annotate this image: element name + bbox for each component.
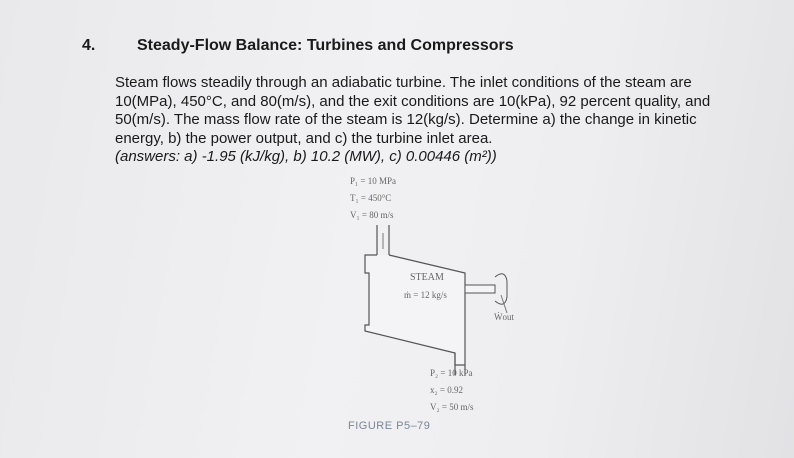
turbine-diagram bbox=[364, 225, 508, 375]
exit-pressure-label: P₂ = 10 kPa bbox=[430, 368, 473, 378]
turbine-body bbox=[364, 254, 466, 366]
problem-number: 4. bbox=[82, 37, 96, 54]
statement-line: 50(m/s). The mass flow rate of the steam… bbox=[115, 111, 697, 128]
exit-quality-label: x₂ = 0.92 bbox=[430, 385, 463, 395]
inlet-temperature-label: T₁ = 450°C bbox=[350, 193, 392, 203]
inlet-pressure-label: P₁ = 10 MPa bbox=[350, 176, 396, 186]
exit-pipe bbox=[454, 353, 466, 375]
statement-line: energy, b) the power output, and c) the … bbox=[115, 129, 493, 147]
work-out-label: Ẇout bbox=[494, 312, 514, 322]
shaft-coupling bbox=[494, 273, 508, 305]
answers-line: (answers: a) -1.95 (kJ/kg), b) 10.2 (MW)… bbox=[115, 148, 497, 165]
steam-label: STEAM bbox=[410, 272, 444, 283]
problem-title: Steady-Flow Balance: Turbines and Compre… bbox=[137, 37, 514, 54]
figure-caption: FIGURE P5–79 bbox=[348, 420, 431, 432]
turbine-shaft bbox=[464, 284, 496, 294]
inlet-pipe bbox=[376, 225, 390, 255]
exit-velocity-label: V₂ = 50 m/s bbox=[430, 402, 474, 412]
statement-line: 10(MPa), 450°C, and 80(m/s), and the exi… bbox=[115, 92, 711, 110]
mass-flow-label: ṁ = 12 kg/s bbox=[404, 290, 447, 300]
statement-line: Steam flows steadily through an adiabati… bbox=[115, 74, 692, 91]
problem-statement: Steam flows steadily through an adiabati… bbox=[115, 74, 765, 167]
work-arrow bbox=[500, 294, 508, 314]
inlet-velocity-label: V₁ = 80 m/s bbox=[350, 210, 394, 220]
